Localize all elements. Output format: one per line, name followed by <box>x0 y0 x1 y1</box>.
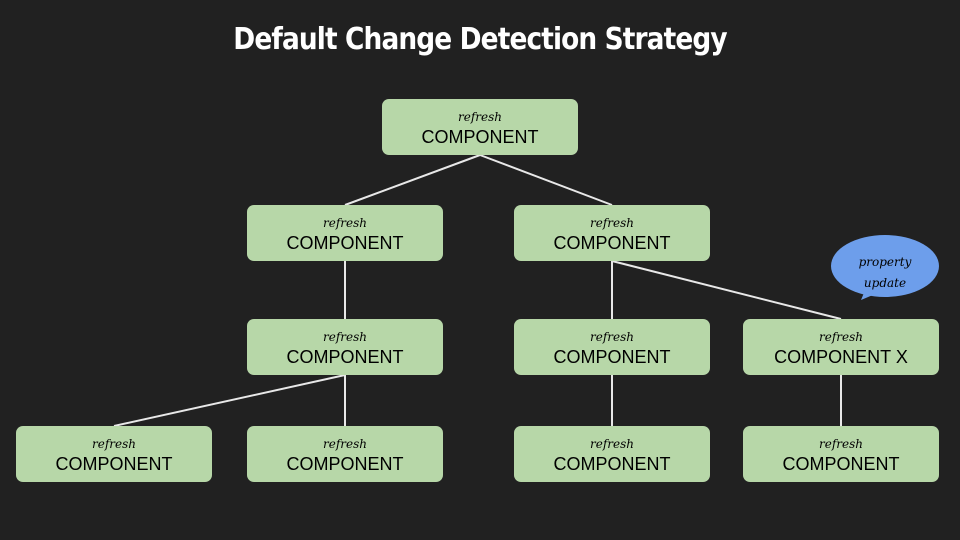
node-tag: refresh <box>589 437 634 451</box>
node-tag: refresh <box>457 110 502 124</box>
edge-root-l1-left <box>344 154 481 206</box>
node-label: COMPONENT <box>553 347 671 367</box>
node-tag: refresh <box>322 330 367 344</box>
node-tag: refresh <box>589 330 634 344</box>
node-label: COMPONENT <box>553 233 671 253</box>
node-root: refresh COMPONENT <box>382 99 578 155</box>
node-l3-4: refresh COMPONENT <box>743 426 939 482</box>
edge-root-l1-right <box>479 154 613 206</box>
node-l3-3: refresh COMPONENT <box>514 426 710 482</box>
node-label: COMPONENT <box>553 454 671 474</box>
node-l3-2: refresh COMPONENT <box>247 426 443 482</box>
callout-text: property update <box>858 255 912 290</box>
node-tag: refresh <box>322 216 367 230</box>
speech-bubble-icon <box>831 235 939 300</box>
node-l3-1: refresh COMPONENT <box>16 426 212 482</box>
edge-l2-left-l3-1 <box>113 374 346 427</box>
node-l2-mid: refresh COMPONENT <box>514 319 710 375</box>
node-label: COMPONENT X <box>774 347 908 367</box>
node-l1-left: refresh COMPONENT <box>247 205 443 261</box>
node-label: COMPONENT <box>286 347 404 367</box>
edge-l1-right-l2-x <box>611 260 842 320</box>
node-tag: refresh <box>818 437 863 451</box>
node-l2-left: refresh COMPONENT <box>247 319 443 375</box>
node-label: COMPONENT <box>421 127 539 147</box>
node-label: COMPONENT <box>286 454 404 474</box>
slide-title: Default Change Detection Strategy <box>233 22 727 57</box>
node-tag: refresh <box>91 437 136 451</box>
node-tag: refresh <box>589 216 634 230</box>
node-l1-right: refresh COMPONENT <box>514 205 710 261</box>
node-l2-x: refresh COMPONENT X <box>743 319 939 375</box>
node-tag: refresh <box>322 437 367 451</box>
node-label: COMPONENT <box>782 454 900 474</box>
node-label: COMPONENT <box>286 233 404 253</box>
node-tag: refresh <box>818 330 863 344</box>
node-label: COMPONENT <box>55 454 173 474</box>
